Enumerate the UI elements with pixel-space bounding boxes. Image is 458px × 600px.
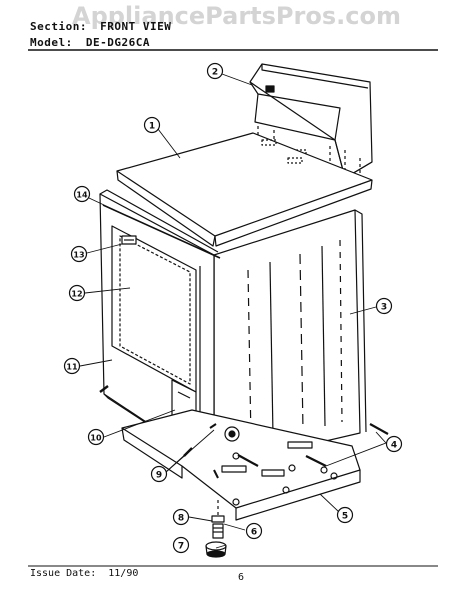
svg-text:2: 2: [212, 68, 218, 78]
svg-text:9: 9: [156, 471, 162, 481]
base-plate: [121, 409, 361, 521]
svg-text:10: 10: [90, 434, 102, 443]
callout-3: 3: [375, 297, 393, 315]
svg-text:1: 1: [149, 122, 155, 132]
model-line: Model: DE-DG26CA: [30, 36, 150, 49]
section-value: FRONT VIEW: [100, 20, 172, 33]
svg-text:7: 7: [178, 542, 184, 552]
hardware: [99, 385, 389, 479]
leveling-leg: [211, 500, 225, 539]
callout-8: 8: [172, 508, 190, 526]
callout-4: 4: [385, 435, 403, 453]
issue-date-value: 11/90: [108, 568, 139, 579]
callout-10: 10: [87, 428, 105, 446]
svg-text:6: 6: [251, 528, 257, 538]
callout-12: 12: [68, 284, 86, 302]
svg-text:14: 14: [76, 191, 88, 200]
svg-text:11: 11: [66, 363, 78, 372]
callout-11: 11: [63, 357, 81, 375]
callout-7: 7: [172, 536, 190, 554]
callout-5: 5: [336, 506, 354, 524]
issue-date-label: Issue Date:: [30, 568, 97, 579]
watermark: AppliancePartsPros.com: [72, 2, 401, 30]
callout-13: 13: [70, 245, 88, 263]
svg-text:12: 12: [71, 290, 82, 299]
leg-cup: [205, 541, 227, 558]
callout-2: 2: [206, 62, 224, 80]
top-panel: [116, 132, 373, 247]
section-line: Section: FRONT VIEW: [30, 20, 171, 33]
svg-text:5: 5: [342, 512, 348, 522]
callout-9: 9: [150, 465, 168, 483]
page-number: 6: [238, 572, 245, 583]
callout-6: 6: [245, 522, 263, 540]
svg-text:8: 8: [178, 514, 184, 524]
seal-strap: [102, 204, 221, 259]
callout-14: 14: [73, 185, 91, 203]
section-label: Section:: [30, 20, 87, 33]
model-value: DE-DG26CA: [85, 36, 150, 49]
model-label: Model:: [30, 36, 73, 49]
svg-text:13: 13: [73, 251, 84, 260]
door: [111, 225, 197, 393]
callouts: 1 2 3 4 5 6 7: [63, 62, 403, 554]
svg-text:3: 3: [381, 303, 387, 313]
issue-date: Issue Date: 11/90: [30, 568, 138, 579]
svg-text:4: 4: [391, 441, 397, 451]
callout-1: 1: [143, 116, 161, 134]
